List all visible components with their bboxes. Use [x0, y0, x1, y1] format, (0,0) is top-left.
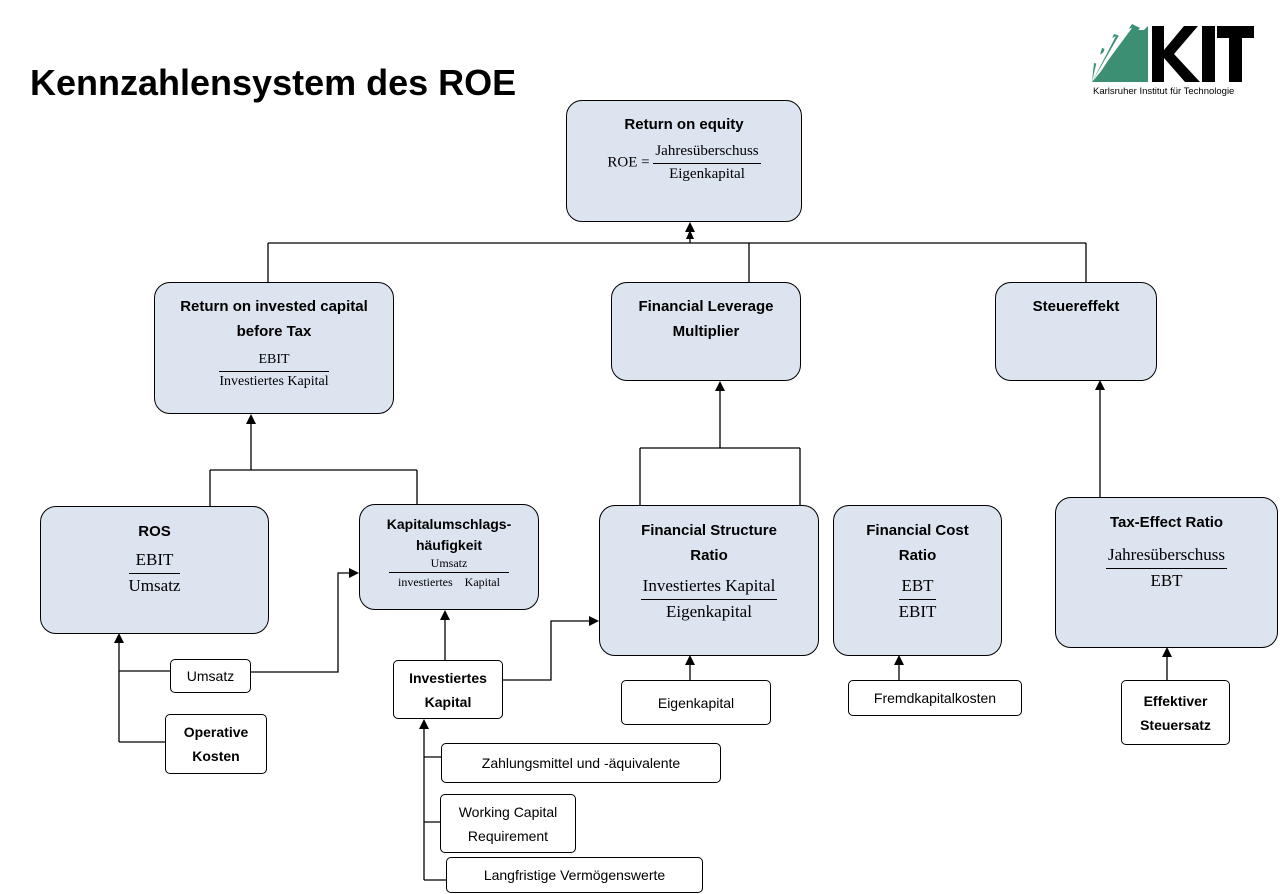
ter-numerator: Jahresüberschuss — [1105, 545, 1228, 569]
fcr-box: Financial Cost Ratio EBT EBIT — [833, 505, 1002, 656]
input-wcr-line1: Working Capital — [458, 803, 558, 820]
arrowhead-kap-bottom — [440, 610, 450, 620]
roic-box: Return on invested capital before Tax EB… — [154, 282, 394, 414]
roe-title: Return on equity — [624, 116, 744, 133]
input-operative-kosten-line1: Operative — [183, 724, 249, 740]
roe-numerator: Jahresüberschuss — [653, 143, 761, 164]
ter-box: Tax-Effect Ratio Jahresüberschuss EBT — [1055, 497, 1278, 648]
kapitalumschlag-denominator: investiertes Kapital — [398, 575, 500, 589]
roe-lhs: ROE = — [607, 154, 650, 171]
arrowhead-flm — [715, 381, 725, 391]
input-effektiver-steuersatz: Effektiver Steuersatz — [1121, 680, 1230, 745]
input-zahlungsmittel: Zahlungsmittel und -äquivalente — [441, 743, 721, 783]
roic-denominator: Investiertes Kapital — [219, 374, 329, 389]
kapitalumschlag-box: Kapitalumschlags- häufigkeit Umsatz inve… — [359, 504, 539, 610]
input-investiertes-kapital-line1: Investiertes — [409, 669, 487, 686]
input-investiertes-kapital-line2: Kapital — [424, 693, 472, 710]
ros-denominator: Umsatz — [128, 576, 181, 595]
input-operative-kosten: Operative Kosten — [165, 714, 267, 774]
fcr-title-line1: Financial Cost — [866, 522, 969, 539]
arrowhead-ros — [114, 633, 124, 643]
ros-title: ROS — [138, 523, 171, 540]
input-steuersatz-line1: Effektiver — [1143, 692, 1208, 709]
fsr-numerator: Investiertes Kapital — [640, 576, 778, 600]
steuereffekt-title: Steuereffekt — [1032, 298, 1120, 315]
fcr-title-line2: Ratio — [898, 547, 937, 564]
fsr-title-line1: Financial Structure — [641, 522, 777, 539]
ros-numerator: EBIT — [128, 550, 181, 574]
fsr-title-line2: Ratio — [690, 547, 728, 564]
kapitalumschlag-title-line2: häufigkeit — [415, 537, 483, 553]
kit-logo — [1092, 24, 1254, 82]
arrowhead-kap-left — [349, 568, 359, 578]
input-steuersatz-line2: Steuersatz — [1140, 716, 1211, 733]
input-umsatz: Umsatz — [170, 659, 251, 693]
input-eigenkapital: Eigenkapital — [621, 680, 771, 725]
ter-denominator: EBT — [1150, 571, 1183, 590]
page-title: Kennzahlensystem des ROE — [30, 62, 517, 103]
arrowhead-roe — [685, 222, 695, 232]
input-langfristige-vermoegenswerte: Langfristige Vermögenswerte — [446, 857, 703, 893]
arrowhead-fsr-left — [589, 616, 599, 626]
kapitalumschlag-title-line1: Kapitalumschlags- — [386, 516, 512, 532]
fsr-box: Financial Structure Ratio Investiertes K… — [599, 505, 819, 656]
arrowhead-ter-bottom — [1162, 647, 1172, 657]
input-fremdkapitalkosten: Fremdkapitalkosten — [848, 680, 1022, 716]
arrowhead-steuer — [1095, 380, 1105, 390]
fcr-numerator: EBT — [898, 576, 937, 600]
flm-title-line2: Multiplier — [672, 323, 740, 340]
kit-logo-subtitle: Karlsruher Institut für Technologie — [1093, 86, 1235, 97]
roic-title-line1: Return on invested capital — [180, 298, 368, 315]
arrowhead-fsr-bottom — [685, 655, 695, 665]
fcr-denominator: EBIT — [898, 602, 937, 621]
input-operative-kosten-line2: Kosten — [192, 748, 240, 764]
flm-title-line1: Financial Leverage — [638, 298, 774, 315]
arrowhead-invest-bottom — [419, 719, 429, 729]
input-working-capital-requirement: Working Capital Requirement — [440, 794, 576, 853]
steuereffekt-box: Steuereffekt — [995, 282, 1157, 381]
flm-box: Financial Leverage Multiplier — [611, 282, 801, 381]
fsr-denominator: Eigenkapital — [666, 602, 752, 621]
roe-denominator: Eigenkapital — [669, 166, 745, 182]
ter-title: Tax-Effect Ratio — [1109, 514, 1224, 531]
arrowhead-roic — [246, 414, 256, 424]
roic-numerator: EBIT — [219, 352, 329, 372]
ros-box: ROS EBIT Umsatz — [40, 506, 269, 634]
input-investiertes-kapital: Investiertes Kapital — [393, 660, 503, 719]
input-wcr-line2: Requirement — [467, 827, 549, 844]
arrowhead-fcr-bottom — [894, 655, 904, 665]
kapitalumschlag-numerator: Umsatz — [389, 556, 509, 573]
roic-title-line2: before Tax — [236, 323, 312, 340]
roe-box: Return on equity ROE = Jahresüberschuss … — [566, 100, 802, 222]
